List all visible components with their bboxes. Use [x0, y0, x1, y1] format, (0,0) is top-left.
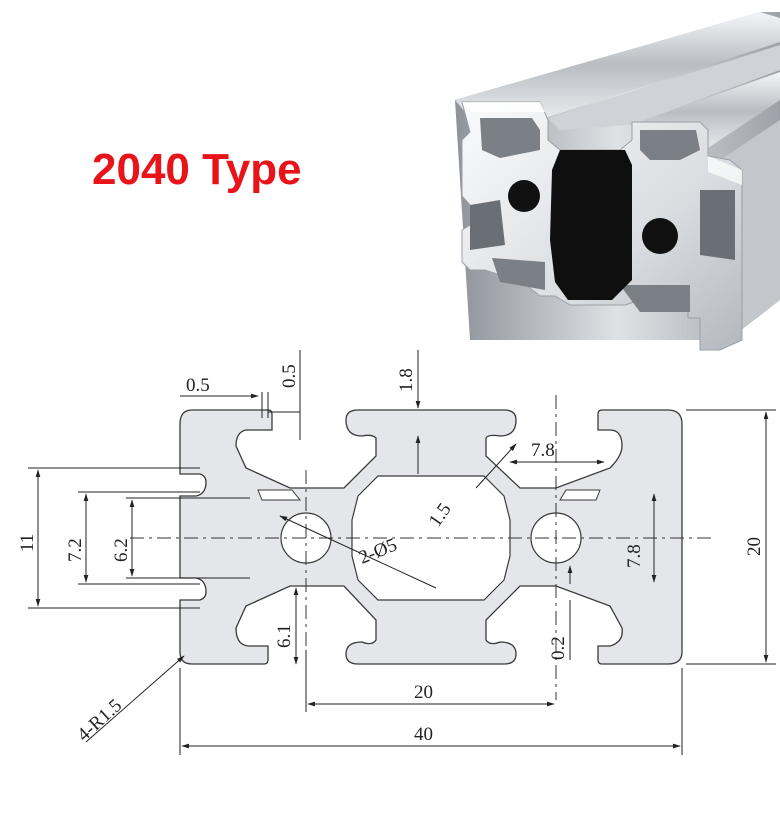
dim-height: 20 [744, 537, 765, 556]
dim-inner-slot: 7.2 [65, 538, 86, 562]
profile-cross-section-icon [179, 409, 683, 665]
dim-slot-height: 11 [17, 534, 38, 552]
dim-top-wall: 1.8 [396, 368, 417, 392]
dim-corner-radius: 4-R1.5 [73, 695, 126, 746]
dim-core-width: 7.8 [531, 440, 555, 461]
dim-core-height: 7.8 [624, 544, 645, 568]
dim-slot-lip-width: 0.5 [186, 375, 210, 396]
product-title: 2040 Type [92, 145, 302, 194]
aluminum-extrusion-photo-icon [455, 12, 780, 351]
dim-slot-opening: 6.2 [111, 538, 132, 562]
dim-lower-lip: 6.1 [274, 624, 295, 648]
dimension-lines [28, 350, 776, 755]
dim-gap: 0.2 [548, 636, 569, 660]
dim-center-spacing: 20 [414, 682, 433, 703]
dim-overall-width: 40 [414, 724, 433, 745]
dim-slot-lip-gap: 0.5 [279, 364, 300, 388]
